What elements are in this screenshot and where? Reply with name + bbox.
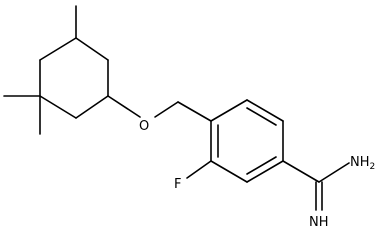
nh2-main: NH [350,155,370,170]
cyclohexane-ring [39,37,109,119]
double-bond-inner-bottom [246,156,277,175]
bond-benzene-c4-c5 [246,160,284,183]
bond-ring-c6-c1 [39,37,77,61]
bond-benzene-to-fluorine [186,160,212,179]
amidine-group: NH2 NH [282,155,375,230]
structure-canvas: O F NH2 NH [3,5,376,230]
bond-ring-c4-c5 [39,95,77,119]
bond-benzene-to-amidine-c [282,160,320,183]
fluorine-substituent: F [174,160,212,192]
imine-atom-label: NH [309,215,329,230]
nh2-atom-label: NH2 [350,155,375,172]
bond-ring-c3-c4 [75,95,109,119]
bond-ch2-to-benzene [177,101,212,122]
ether-linkage: O [107,95,212,134]
nh2-subscript: 2 [370,162,376,172]
bond-benzene-c2-c3 [246,99,284,122]
bond-amidine-c-to-nh2 [318,162,350,183]
oxygen-atom-label: O [139,119,149,134]
bond-oxygen-to-ch2 [154,101,179,118]
bond-benzene-c1-c2 [210,99,248,122]
molecule-diagram: O F NH2 NH [3,5,375,230]
double-bond-inner-top [246,107,277,126]
bond-benzene-c5-c6 [210,160,248,183]
fluorine-atom-label: F [174,177,181,192]
bond-ring-to-oxygen [107,95,141,118]
bond-ring-c1-c2 [75,37,109,61]
methyl-groups [3,5,77,135]
benzene-ring [210,99,284,183]
